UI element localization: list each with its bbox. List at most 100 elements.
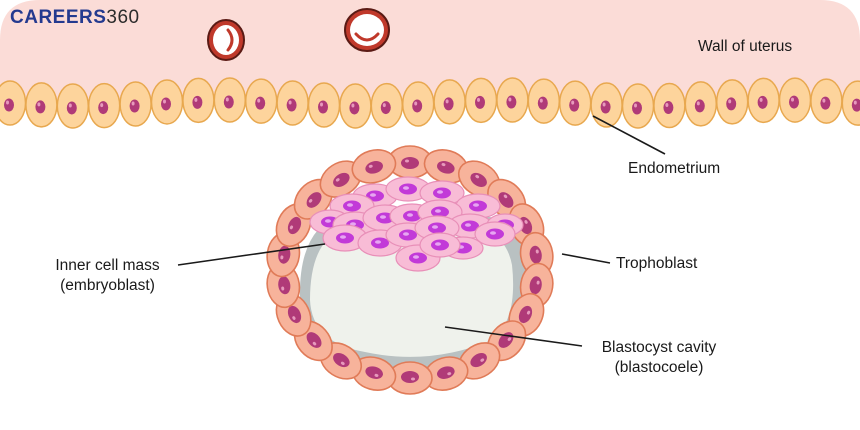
endometrium-cell [496,77,529,123]
endometrium-nucleus [4,98,14,112]
nucleus-highlight [571,100,575,105]
nucleus-highlight [536,280,540,285]
endometrium-nucleus [537,96,548,110]
trophoblast-cell [423,356,469,391]
trophoblast-nucleus [401,157,419,169]
nucleus-highlight [435,209,441,213]
nucleus-highlight [414,101,418,106]
endometrium-cell [370,82,404,129]
nucleus-highlight [475,174,480,179]
endometrium-nucleus [412,99,423,113]
label-blastocyst-cavity: Blastocyst cavity (blastocoele) [585,338,733,378]
label-wall-of-uterus: Wall of uterus [698,38,793,55]
endometrium-cell [25,82,58,128]
endometrium-nucleus [223,95,234,109]
endometrium-nucleus [851,98,860,112]
endometrium-cell [213,77,247,123]
trophoblast-cell [319,160,363,198]
endometrium-cell [119,81,152,127]
nucleus-highlight [465,223,471,227]
trophoblast-nucleus [333,353,350,368]
nucleus-highlight [791,97,794,102]
endometrium-nucleus [318,100,328,114]
endometrium-nucleus [286,98,297,112]
nucleus-highlight [432,225,438,229]
trophoblast-nucleus [470,172,487,187]
endometrium-nucleus [569,98,580,112]
logo-word: CAREERS [10,7,107,28]
red-blood-cell [344,8,390,52]
trophoblast-nucleus [365,366,383,379]
endometrium-nucleus [255,96,266,110]
nucleus-highlight [289,225,294,230]
logo-number: 360 [106,7,140,28]
nucleus-highlight [163,99,166,104]
nucleus-highlight [413,255,419,259]
red-blood-cell-fold [354,32,380,42]
trophoblast-cell [351,356,397,391]
endometrium-cell-body [841,80,860,126]
inner-cell-mass-cell [322,224,368,252]
nucleus-highlight [375,240,381,244]
endometrium-cell [339,83,372,129]
endometrium-cell [87,82,121,129]
red-blood-cell [207,19,245,61]
nucleus-highlight [131,101,135,106]
endometrium-cell [810,78,843,124]
nucleus-highlight [340,235,346,239]
nucleus-highlight [350,222,356,226]
nucleus-highlight [526,310,531,315]
nucleus-highlight [335,178,340,182]
nucleus-highlight [728,99,732,104]
nucleus-highlight [602,102,606,107]
endometrium-cell [684,81,718,127]
label-endometrium: Endometrium [628,160,721,177]
nucleus-highlight [480,358,485,362]
blastocyst [266,145,554,395]
nucleus-highlight [822,98,826,103]
endometrium-cell [150,79,184,125]
endometrium-cell [244,78,278,124]
endometrium-nucleus [475,95,485,109]
nucleus-highlight [308,199,313,203]
nucleus-highlight [100,103,104,108]
endometrium-cell [0,80,27,126]
nucleus-highlight [853,100,857,105]
nucleus-highlight [368,164,373,168]
nucleus-highlight [435,242,441,246]
nucleus-highlight [320,102,323,107]
nucleus-highlight [477,97,480,102]
nucleus-highlight [225,97,229,102]
endometrium-cell [747,77,780,124]
trophoblast-nucleus [498,192,514,208]
endometrium-nucleus [380,101,391,115]
inner-cell-mass-cell [419,232,461,258]
nucleus-highlight [539,98,543,103]
nucleus-highlight [403,186,409,190]
endometrium-nucleus [66,101,77,115]
endometrium-nucleus [600,100,611,114]
nucleus-highlight [411,377,415,381]
label-inner-cell-mass: Inner cell mass (embryoblast) [40,256,175,296]
endometrium-nucleus [349,101,360,115]
endometrium-nucleus [820,96,831,110]
endometrium-cell [778,77,812,123]
nucleus-highlight [445,99,449,104]
trophoblast-nucleus [437,366,455,379]
trophoblast-nucleus [401,371,419,383]
leader-lines [177,115,666,347]
endometrium-cell [182,77,215,124]
nucleus-highlight [194,97,198,102]
leader-trophoblast [561,253,611,264]
nucleus-highlight [374,373,379,377]
endometrium-cell [558,80,592,126]
nucleus-highlight [508,97,512,102]
nucleus-highlight [6,100,9,105]
trophoblast-nucleus [529,245,542,264]
label-blastocyst-cavity-line1: Blastocyst cavity [601,339,717,356]
leader-endometrium [592,115,666,155]
nucleus-highlight [288,100,292,105]
endometrium-nucleus [789,95,799,109]
nucleus-highlight [403,232,409,236]
